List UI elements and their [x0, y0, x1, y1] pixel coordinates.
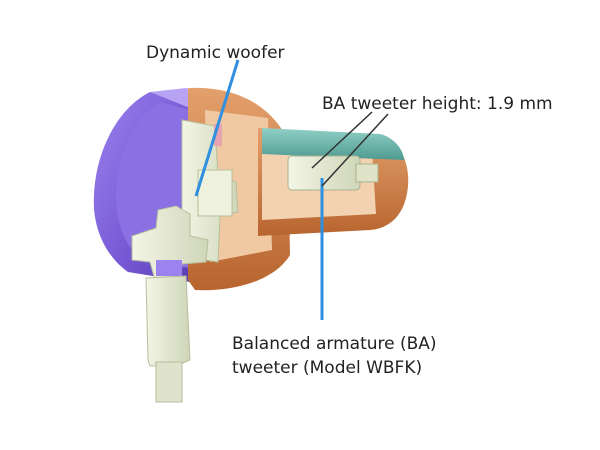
woofer-pointer-line: [194, 59, 240, 197]
cable-joint: [131, 205, 209, 285]
copper-cavity: [205, 110, 272, 262]
woofer-magnet: [197, 169, 233, 217]
ba-tweeter-height-label: BA tweeter height: 1.9 mm: [322, 94, 553, 114]
dynamic-woofer-label: Dynamic woofer: [146, 43, 285, 63]
cable-stem: [145, 275, 191, 367]
cable-stem-lower: [155, 361, 183, 403]
height-pointer-line-1: [311, 111, 373, 169]
height-pointer-line-2: [321, 113, 389, 187]
cable-clip: [156, 260, 182, 276]
ba-tweeter-label-line-1: Balanced armature (BA): [232, 334, 437, 354]
woofer-pink-accent: [214, 124, 222, 146]
ba-tweeter-port: [355, 163, 379, 183]
ba-tweeter-label-line-2: tweeter (Model WBFK): [232, 358, 423, 378]
